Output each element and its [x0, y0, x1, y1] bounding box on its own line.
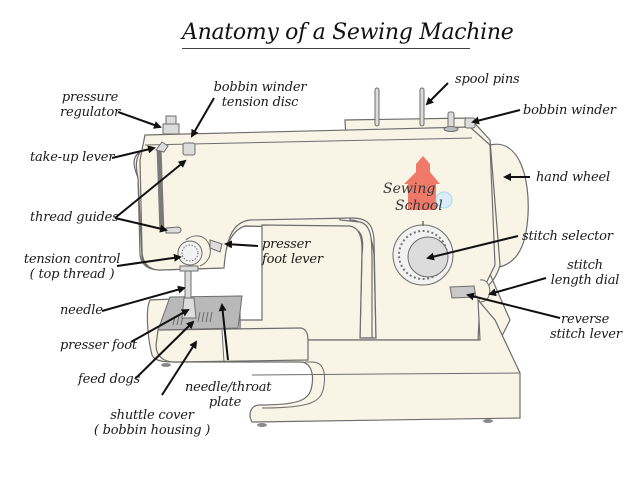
label-line: shuttle cover [110, 408, 194, 423]
label-thread-guides: thread guides [30, 210, 119, 225]
thread-guide [165, 226, 182, 234]
logo-text-line2: School [395, 198, 443, 214]
label-line: foot lever [262, 252, 323, 267]
pressure-regulator [165, 115, 177, 125]
label-feed-dogs: feed dogs [78, 372, 140, 387]
label-line: stitch lever [550, 327, 622, 342]
label-tension-control: tension control ( top thread ) [22, 252, 122, 282]
label-line: length dial [550, 273, 620, 288]
label-needle: needle [60, 303, 103, 318]
label-reverse-stitch-lever: reverse stitch lever [550, 312, 622, 342]
label-shuttle-cover: shuttle cover ( bobbin housing ) [92, 408, 212, 438]
label-line: bobbin winder [213, 80, 307, 95]
label-line: needle/throat [185, 380, 272, 395]
hand-wheel [489, 143, 529, 269]
shuttle-cover [155, 327, 309, 363]
callout-arrows [101, 82, 561, 396]
logo-text-line1: Sewing [383, 181, 435, 197]
label-line: ( top thread ) [29, 267, 115, 282]
label-line: plate [208, 395, 242, 410]
label-line: reverse [560, 312, 610, 327]
diagram-title: Anatomy of a Sewing Machine [182, 20, 514, 45]
label-presser-foot-lever: presser foot lever [262, 237, 323, 267]
label-take-up-lever: take-up lever [30, 150, 115, 165]
label-pressure-regulator: pressure regulator [60, 90, 120, 120]
label-line: stitch [567, 258, 603, 273]
label-bobbin-winder-tension-disc: bobbin winder tension disc [210, 80, 310, 110]
machine-base [146, 295, 521, 423]
bobbin-winder [464, 117, 476, 129]
bobbin-winder-tension-disc [182, 142, 196, 156]
label-line: pressure [61, 90, 119, 105]
machine-body [133, 87, 529, 427]
label-line: tension disc [221, 95, 299, 110]
label-stitch-length-dial: stitch length dial [550, 258, 620, 288]
spool-pin [419, 87, 425, 127]
label-presser-foot: presser foot [60, 338, 137, 353]
label-spool-pins: spool pins [455, 72, 520, 87]
sewing-school-logo: Sewing School [383, 156, 453, 214]
label-hand-wheel: hand wheel [536, 170, 610, 185]
needle-bar [184, 267, 192, 299]
label-stitch-selector: stitch selector [522, 229, 613, 244]
label-line: ( bobbin housing ) [93, 423, 211, 438]
presser-foot-lever [209, 239, 223, 253]
take-up-lever [155, 141, 169, 153]
logo-schoolhouse [404, 156, 440, 210]
label-bobbin-winder: bobbin winder [523, 103, 616, 118]
title-underline [182, 48, 470, 49]
label-line: regulator [60, 105, 120, 120]
label-line: tension control [23, 252, 121, 267]
label-needle-throat-plate: needle/throat plate [185, 380, 272, 410]
label-line: presser [262, 237, 311, 252]
spool-pin [374, 87, 380, 127]
presser-foot [181, 297, 197, 319]
